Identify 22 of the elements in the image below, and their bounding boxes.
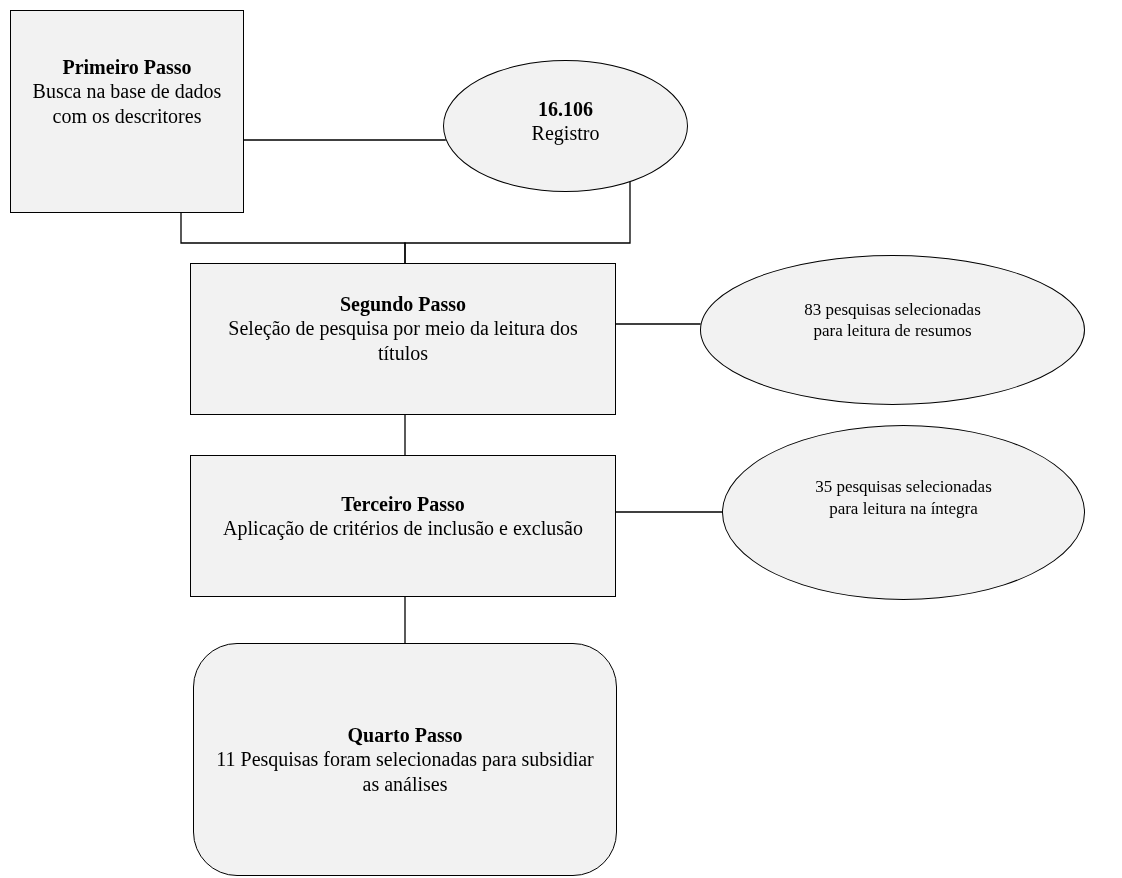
connector-line [404, 414, 406, 456]
connector-line [243, 139, 447, 141]
connector-line [404, 181, 631, 264]
box-heading: Segundo Passo [339, 292, 467, 316]
box-text: Aplicação de critérios de inclusão e exclusão [223, 515, 583, 541]
process-box [190, 263, 616, 415]
box-text: 11 Pesquisas foram selecionadas para subsidiar as análises [215, 746, 595, 797]
box-text: 35 pesquisas selecionadas para leitura na íntegra [814, 476, 993, 519]
box-heading: Terceiro Passo [341, 491, 465, 516]
box-heading: Quarto Passo [347, 722, 463, 747]
box-text: Registro [531, 120, 600, 146]
box-heading: 16.106 [538, 96, 593, 121]
connector-line [615, 323, 702, 325]
box-text: 83 pesquisas selecionadas para leitura de resumos [803, 298, 982, 342]
box-text: Busca na base de dados com os descritores [31, 78, 223, 129]
rounded-process-box [193, 643, 617, 876]
connector-line [615, 511, 723, 513]
box-heading: Primeiro Passo [62, 54, 192, 79]
connector-line [404, 596, 406, 644]
process-box [190, 455, 616, 597]
box-text: Seleção de pesquisa por meio da leitura dos títulos [227, 316, 579, 366]
process-box [10, 10, 244, 213]
